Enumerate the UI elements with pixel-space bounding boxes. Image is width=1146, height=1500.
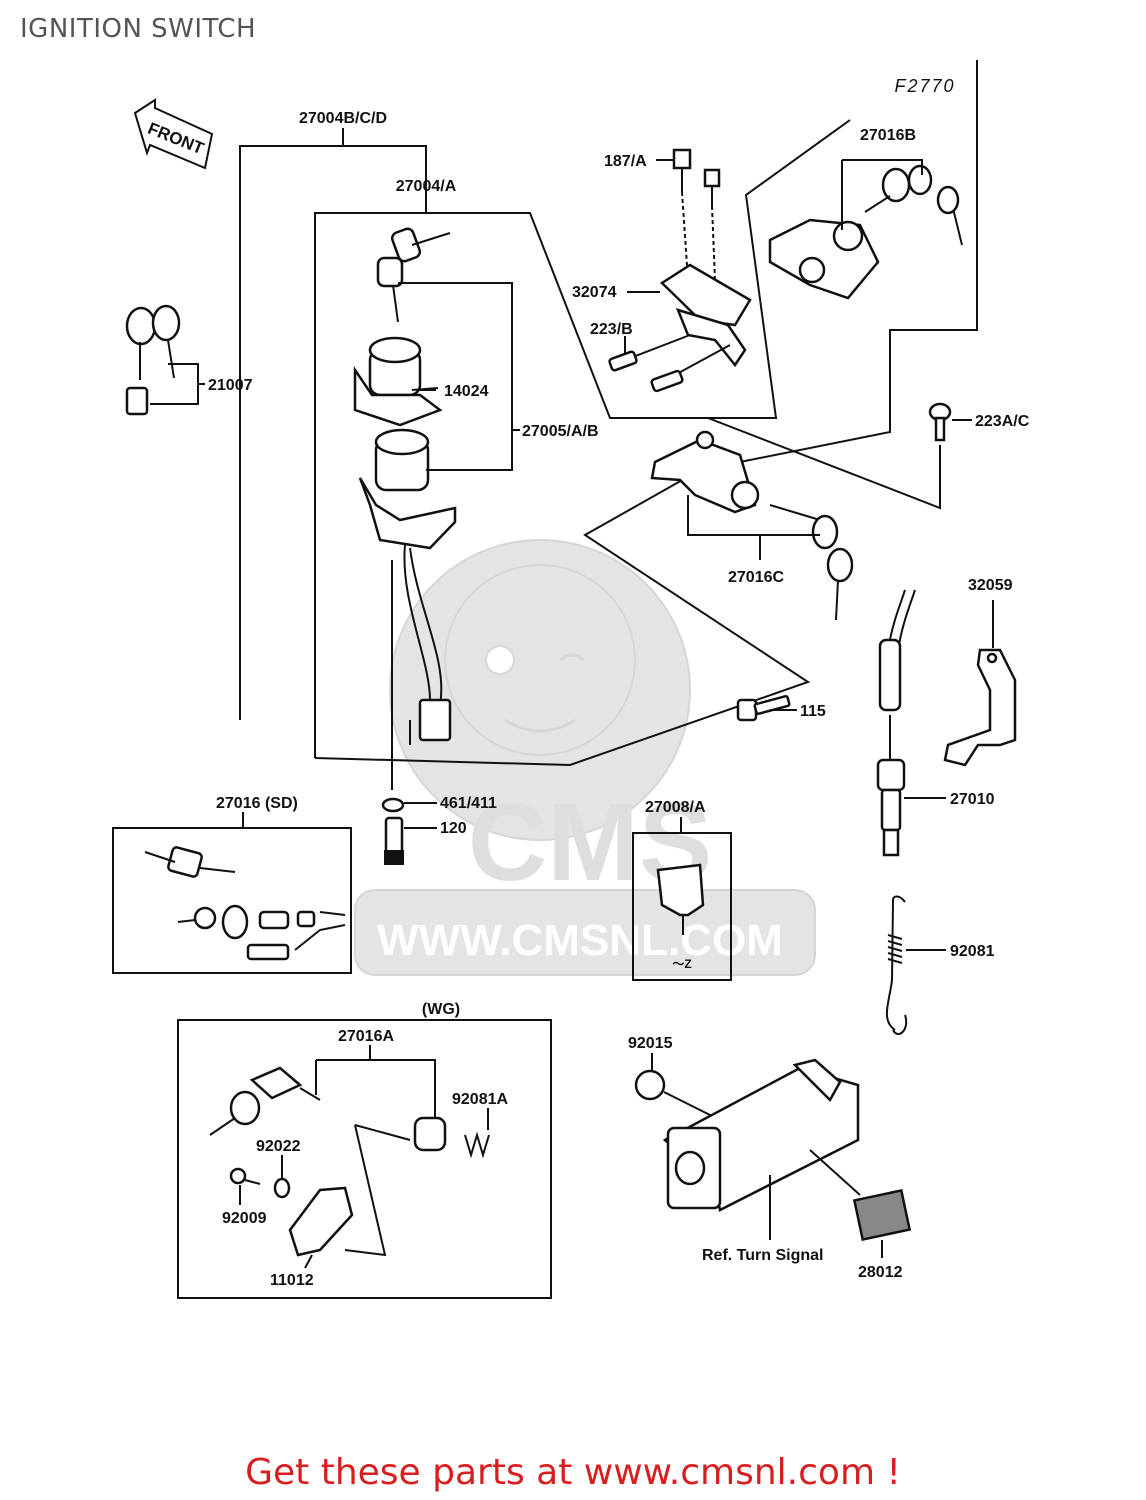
label-223ac: 223A/C: [975, 413, 1030, 430]
leader-lines: [198, 159, 972, 1269]
group-27008a: 〜Z: [632, 817, 732, 981]
watermark: CMS WWW.CMSNL.COM: [354, 539, 816, 976]
label-120: 120: [440, 820, 467, 837]
watermark-url: WWW.CMSNL.COM: [377, 916, 783, 965]
label-92022: 92022: [256, 1138, 301, 1155]
key-set-27004-icon: [376, 227, 451, 323]
label-92081: 92081: [950, 943, 995, 960]
lock-27016c-icon: [650, 430, 854, 621]
front-arrow-icon: FRONT: [133, 98, 214, 170]
label-27016b: 27016B: [860, 127, 916, 144]
label-27016a: 27016A: [338, 1028, 394, 1045]
label-187a: 187/A: [604, 153, 647, 170]
lock-27016b-icon: [768, 159, 963, 300]
label-92081a: 92081A: [452, 1091, 508, 1108]
label-27004bcd: 27004B/C/D: [299, 110, 387, 127]
bracket-32074-icon: [608, 148, 752, 393]
label-27005: 27005/A/B: [522, 423, 599, 440]
page-title: IGNITION SWITCH: [20, 14, 257, 44]
washer-bolt-icon: [381, 560, 405, 865]
diagram-code: F2770: [894, 76, 955, 96]
label-wg: (WG): [422, 1001, 460, 1018]
label-115: 115: [800, 703, 826, 720]
bracket-32059-icon: [943, 600, 1017, 767]
switch-27010-icon: [876, 589, 916, 857]
screw-223ac-icon: [928, 402, 952, 442]
bracket-27005: [398, 282, 513, 471]
lock-cylinder-14024-icon: [353, 336, 443, 427]
label-32059: 32059: [968, 577, 1013, 594]
svg-text:〜Z: 〜Z: [672, 957, 691, 971]
leader-14024: [411, 387, 439, 391]
label-21007: 21007: [208, 377, 253, 394]
label-92009: 92009: [222, 1210, 267, 1227]
turn-signal-bracket-icon: [634, 1058, 912, 1242]
label-32074: 32074: [572, 284, 617, 301]
label-11012: 11012: [270, 1272, 314, 1289]
label-27010: 27010: [950, 791, 995, 808]
label-27008a: 27008/A: [645, 799, 706, 816]
key-set-21007-icon: [125, 304, 199, 416]
front-arrow-label: FRONT: [145, 119, 207, 159]
group-wg: [177, 1019, 552, 1299]
bolt-115-icon: [736, 694, 791, 722]
label-27004a: 27004/A: [396, 178, 457, 195]
label-92015: 92015: [628, 1035, 673, 1052]
label-14024: 14024: [444, 383, 489, 400]
label-28012: 28012: [858, 1264, 903, 1281]
label-ref-turn-signal: Ref. Turn Signal: [702, 1247, 823, 1264]
ignition-switch-27005-icon: [358, 428, 457, 745]
label-461-411: 461/411: [440, 795, 497, 812]
label-27016c: 27016C: [728, 569, 784, 586]
group-27016-sd: [112, 812, 352, 974]
label-223b: 223/B: [590, 321, 633, 338]
label-27016-sd: 27016 (SD): [216, 795, 298, 812]
spring-92081-icon: [885, 895, 908, 1035]
parts-link[interactable]: Get these parts at www.cmsnl.com !: [245, 1452, 901, 1493]
